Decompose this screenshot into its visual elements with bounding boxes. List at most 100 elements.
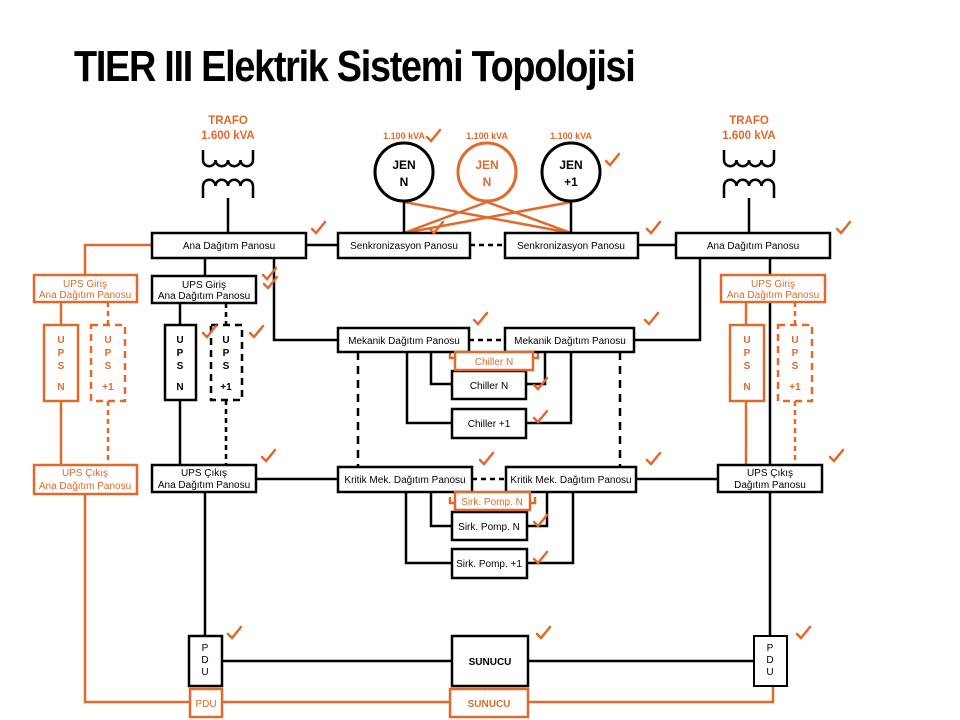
main-panel-right: Ana Dağıtım Panosu (707, 241, 799, 252)
ups-letter: +1 (220, 382, 232, 393)
orange-line (448, 497, 455, 505)
ups-letter: +1 (789, 382, 801, 393)
checkmark-icon (645, 451, 662, 466)
server: SUNUCU (469, 657, 512, 668)
orange-line (448, 352, 455, 360)
generator-jen-n-redundant: 1.100 kVA JEN N (456, 131, 518, 203)
orange-line (83, 494, 190, 704)
ups-letter: N (743, 382, 750, 393)
transformer-icon (722, 150, 776, 198)
transformer-rating: 1.600 kVA (722, 130, 776, 142)
ups-input-panel-right-orange: UPS Giriş (751, 279, 795, 290)
chiller-n-orange: Chiller N (475, 357, 513, 368)
transformer-right: TRAFO 1.600 kVA (722, 115, 776, 198)
checkmark-icon (604, 152, 621, 167)
black-line (429, 352, 452, 386)
pump-n-orange-box (453, 490, 532, 512)
black-line (527, 492, 549, 528)
orange-line (530, 497, 537, 505)
mech-panel-left: Mekanik Dağıtım Panosu (348, 336, 460, 347)
black-line (405, 352, 452, 425)
ups-letter: U (104, 335, 111, 346)
black-line (634, 258, 702, 342)
ups-input-panel-left: Ana Dağıtım Panosu (158, 291, 250, 302)
sync-panel-left-box (336, 231, 472, 260)
checkmark-icon (532, 550, 549, 565)
mech-panel-right: Mekanik Dağıtım Panosu (514, 336, 626, 347)
generator-label: JEN (559, 158, 582, 172)
ups-letter: P (792, 348, 799, 359)
ups-letter: S (177, 361, 184, 372)
ups-input-panel-left-orange-box (32, 273, 139, 304)
generator-jen-plus1: 1.100 kVA JEN +1 (540, 131, 602, 203)
chiller-plus1-box (450, 407, 528, 440)
ups-output-panel-left: UPS Çıkış (181, 468, 227, 479)
ups-box (776, 323, 814, 403)
checkmark-icon (828, 448, 845, 463)
ups-letter: U (743, 335, 750, 346)
checkmark-icon (478, 451, 495, 466)
server-orange: SUNUCU (468, 699, 511, 710)
generator-rating: 1.100 kVA (383, 131, 425, 141)
ups-input-panel-left-orange: UPS Giriş (63, 279, 107, 290)
ups-letter: U (176, 335, 183, 346)
sync-panel-left: Senkronizasyon Panosu (350, 241, 458, 252)
pump-n-box (450, 510, 529, 542)
checkmark-icon (795, 625, 812, 640)
pdu-letter: U (201, 667, 208, 678)
ups-output-panel-left-orange-box (32, 463, 139, 496)
ups-letter: S (223, 361, 230, 372)
checkmark-icon (535, 625, 552, 640)
chiller-n-orange-box (453, 350, 535, 372)
ups-box (89, 323, 127, 403)
black-line (526, 352, 547, 386)
ups-letter: S (792, 361, 799, 372)
ups-input-panel-left: UPS Giriş (182, 280, 226, 291)
sync-panel-right: Senkronizasyon Panosu (517, 241, 625, 252)
main-panel-right-box (674, 231, 832, 260)
ups-box (728, 323, 766, 403)
checkmark-icon (532, 513, 549, 528)
ups-letter: P (744, 348, 751, 359)
ups-letter: N (57, 382, 64, 393)
server-box (450, 634, 530, 688)
black-line (272, 258, 338, 342)
chiller-n-box (450, 369, 528, 401)
checkmark-icon (532, 409, 549, 424)
chiller-n: Chiller N (470, 381, 508, 392)
pdu-box (187, 634, 224, 688)
generator-icon (456, 141, 518, 203)
transformer-left: TRAFO 1.600 kVA (201, 115, 255, 198)
ups-output-panel-right-box (716, 463, 824, 494)
black-line (527, 492, 575, 565)
checkmark-icon (261, 266, 278, 281)
generator-icon (540, 141, 602, 203)
pdu-letter: D (766, 655, 773, 666)
ups-letter: S (58, 361, 65, 372)
generator-label: +1 (564, 175, 578, 189)
orange-line (528, 686, 775, 704)
ups-letter: U (57, 335, 64, 346)
ups-letter: N (176, 382, 183, 393)
generator-label: JEN (475, 158, 498, 172)
pump-n-orange: Sirk. Pomp. N (461, 497, 523, 508)
checkmark-icon (260, 448, 277, 463)
pdu-box (753, 635, 788, 687)
sync-panel-right-box (503, 231, 640, 260)
transformer-icon (201, 150, 255, 198)
ups-box (163, 323, 198, 402)
pdu-letter: P (767, 643, 774, 654)
transformer-label: TRAFO (729, 115, 769, 127)
checkmark-icon (226, 625, 243, 640)
crit-panel-left-box (336, 465, 474, 494)
orange-line (533, 352, 540, 360)
generator-jen-n: 1.100 kVA JEN N (373, 131, 435, 203)
primary-path (178, 198, 772, 663)
pump-plus1-box (450, 547, 529, 580)
mech-panel-right-box (503, 326, 636, 354)
generator-label: N (400, 175, 409, 189)
pump-plus1: Sirk. Pomp. +1 (456, 559, 522, 570)
orange-line (486, 200, 572, 235)
